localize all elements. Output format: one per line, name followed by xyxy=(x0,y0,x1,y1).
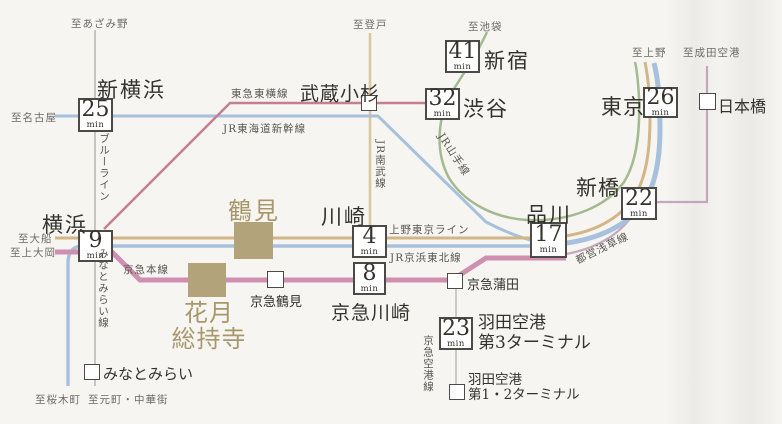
kagetsu-sojiji-name-line2: 総持寺 xyxy=(171,325,247,353)
haneda-t3-minutes: 23 xyxy=(442,315,470,341)
dir-ueno-label: 至上野 xyxy=(632,47,667,59)
shinyokohama-time-box: 25 min xyxy=(78,98,113,132)
tokyu-toyoko-line-label: 東急東横線 xyxy=(231,88,289,100)
kagetsu-sojiji-station-square xyxy=(188,263,226,297)
shinjuku-station-label: 新宿 xyxy=(484,49,530,73)
dir-ikebukuro-label: 至池袋 xyxy=(468,21,503,33)
ueno-tokyo-line-label: 上野東京ライン xyxy=(389,224,470,236)
dir-nagoya-label: 至名古屋 xyxy=(11,112,57,124)
nihombashi-station-label: 日本橋 xyxy=(718,97,767,116)
keikyu-main-line-label: 京急本線 xyxy=(123,264,169,276)
min-unit-label: min xyxy=(453,61,472,72)
yokohama-station-label: 横浜 xyxy=(42,213,88,237)
haneda-t12-name-line1: 羽田空港 xyxy=(468,372,522,388)
musashikosugi-station-label: 武蔵小杉 xyxy=(300,83,381,105)
kagetsu-sojiji-station-label: 花月 総持寺 xyxy=(168,300,250,352)
tokyu-toyoko-line-path xyxy=(103,101,425,230)
min-unit-label: min xyxy=(651,107,670,118)
kawasaki-minutes: 4 xyxy=(362,223,377,249)
shinyokohama-minutes: 25 xyxy=(81,97,110,122)
min-unit-label: min xyxy=(630,208,648,219)
shinagawa-minutes: 17 xyxy=(534,222,563,247)
min-unit-label: min xyxy=(86,251,105,261)
min-unit-label: min xyxy=(433,109,452,119)
minatomirai-station-label: みなとみらい xyxy=(103,365,194,383)
minatomirai-station-square xyxy=(84,364,100,380)
min-unit-label: min xyxy=(447,338,465,349)
haneda-t3-station-label: 羽田空港 第3ターミナル xyxy=(478,313,591,353)
dir-noborito-label: 至登戸 xyxy=(353,19,388,31)
haneda-t12-name-line2: 第1・2ターミナル xyxy=(468,387,580,403)
min-unit-label: min xyxy=(86,120,105,130)
shibuya-time-box: 32 min xyxy=(425,88,460,120)
shimbashi-station-label: 新橋 xyxy=(576,176,620,200)
yokohama-time-box: 9 min xyxy=(78,230,113,262)
jr-nambu-line-label: JR南武線 xyxy=(374,140,386,189)
kagetsu-sojiji-name-line1: 花月 xyxy=(184,299,234,327)
tsurumi-station-square xyxy=(234,222,273,259)
min-unit-label: min xyxy=(360,246,379,257)
dir-ofuna-label: 至大船 xyxy=(18,233,53,245)
shinagawa-time-box: 17 min xyxy=(530,222,567,258)
shimbashi-minutes: 22 xyxy=(625,185,653,211)
keikyu-kawasaki-station-label: 京急川崎 xyxy=(331,302,412,324)
kawasaki-time-box: 4 min xyxy=(352,225,387,258)
musashikosugi-station-square xyxy=(361,95,377,111)
jr-keihin-tohoku-line-label: JR京浜東北線 xyxy=(390,252,462,264)
keikyu-kawasaki-time-box: 8 min xyxy=(353,262,386,295)
keikyu-kamata-station-label: 京急蒲田 xyxy=(467,278,520,293)
shinjuku-minutes: 41 xyxy=(448,38,477,64)
shinagawa-station-label: 品川 xyxy=(526,203,572,227)
nihombashi-station-square xyxy=(699,93,716,110)
tokyo-station-label: 東京 xyxy=(601,95,645,119)
haneda-t3-name-line1: 羽田空港 xyxy=(478,313,546,333)
dir-motomachi-label: 至元町・中華街 xyxy=(88,394,169,406)
tokyo-minutes: 26 xyxy=(646,84,675,110)
shinjuku-time-box: 41 min xyxy=(445,40,480,73)
keikyu-airport-line-label: 京急空港線 xyxy=(422,335,434,393)
shinyokohama-station-label: 新横浜 xyxy=(97,78,166,102)
tokyo-time-box: 26 min xyxy=(643,84,678,118)
dir-narita-label: 至成田空港 xyxy=(683,47,741,59)
haneda-t12-station-label: 羽田空港 第1・2ターミナル xyxy=(468,373,580,403)
tsurumi-station-label: 鶴見 xyxy=(228,197,280,225)
dir-kamiooka-label: 至上大岡 xyxy=(10,247,56,259)
haneda-terminal12-station-square xyxy=(449,384,465,400)
shibuya-minutes: 32 xyxy=(428,86,457,111)
keikyu-kawasaki-minutes: 8 xyxy=(362,260,377,286)
shibuya-station-label: 渋谷 xyxy=(463,97,509,121)
blue-line-label: ブルーライン xyxy=(98,133,110,202)
min-unit-label: min xyxy=(360,283,379,294)
keikyu-tsurumi-station-square xyxy=(267,271,284,288)
haneda-t3-name-line2: 第3ターミナル xyxy=(478,333,591,353)
minatomirai-line-label: みなとみらい線 xyxy=(97,248,109,329)
dir-azamino-label: 至あざみ野 xyxy=(71,18,129,30)
keikyu-kamata-station-square xyxy=(447,273,463,289)
jr-tokaido-shinkansen-label: JR東海道新幹線 xyxy=(223,123,307,135)
min-unit-label: min xyxy=(539,245,558,255)
yokohama-minutes: 9 xyxy=(88,228,103,253)
kawasaki-station-label: 川崎 xyxy=(321,205,367,229)
haneda-t3-time-box: 23 min xyxy=(439,317,473,350)
keikyu-tsurumi-station-label: 京急鶴見 xyxy=(250,295,303,310)
shimbashi-time-box: 22 min xyxy=(621,187,657,220)
dir-sakuragicho-label: 至桜木町 xyxy=(35,394,81,406)
